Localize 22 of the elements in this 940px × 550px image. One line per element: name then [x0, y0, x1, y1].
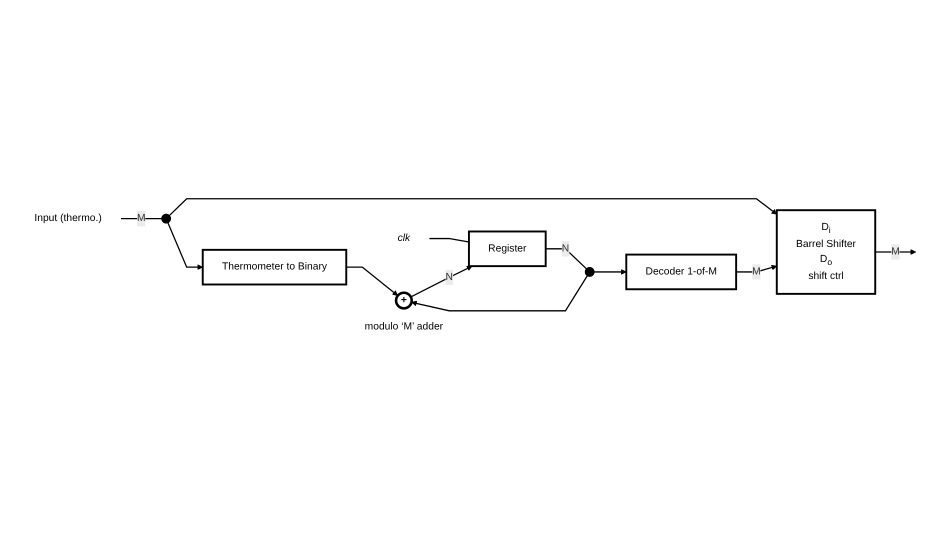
node-box: [625, 254, 738, 290]
node-box: [202, 248, 348, 286]
node-circle: [394, 291, 413, 310]
edge-label: N: [562, 243, 570, 254]
node-text: clk: [398, 232, 410, 244]
node-box: [468, 230, 547, 268]
edge-label: M: [752, 266, 761, 278]
connector: [546, 248, 587, 270]
node-box: [776, 209, 876, 295]
edge-label: N: [445, 272, 453, 283]
node-label: modulo ‘M’ adder: [364, 321, 444, 332]
connector: [429, 238, 470, 243]
arrow: [411, 275, 588, 312]
edge-label: M: [137, 212, 146, 224]
arrow: [346, 266, 398, 296]
connector: [121, 218, 162, 220]
node-text: Input (thermo.): [34, 212, 102, 224]
arrow: [594, 269, 627, 275]
arrow: [168, 198, 778, 216]
arrow: [410, 266, 472, 298]
arrow: [167, 222, 203, 270]
edge-label: M: [891, 246, 900, 258]
